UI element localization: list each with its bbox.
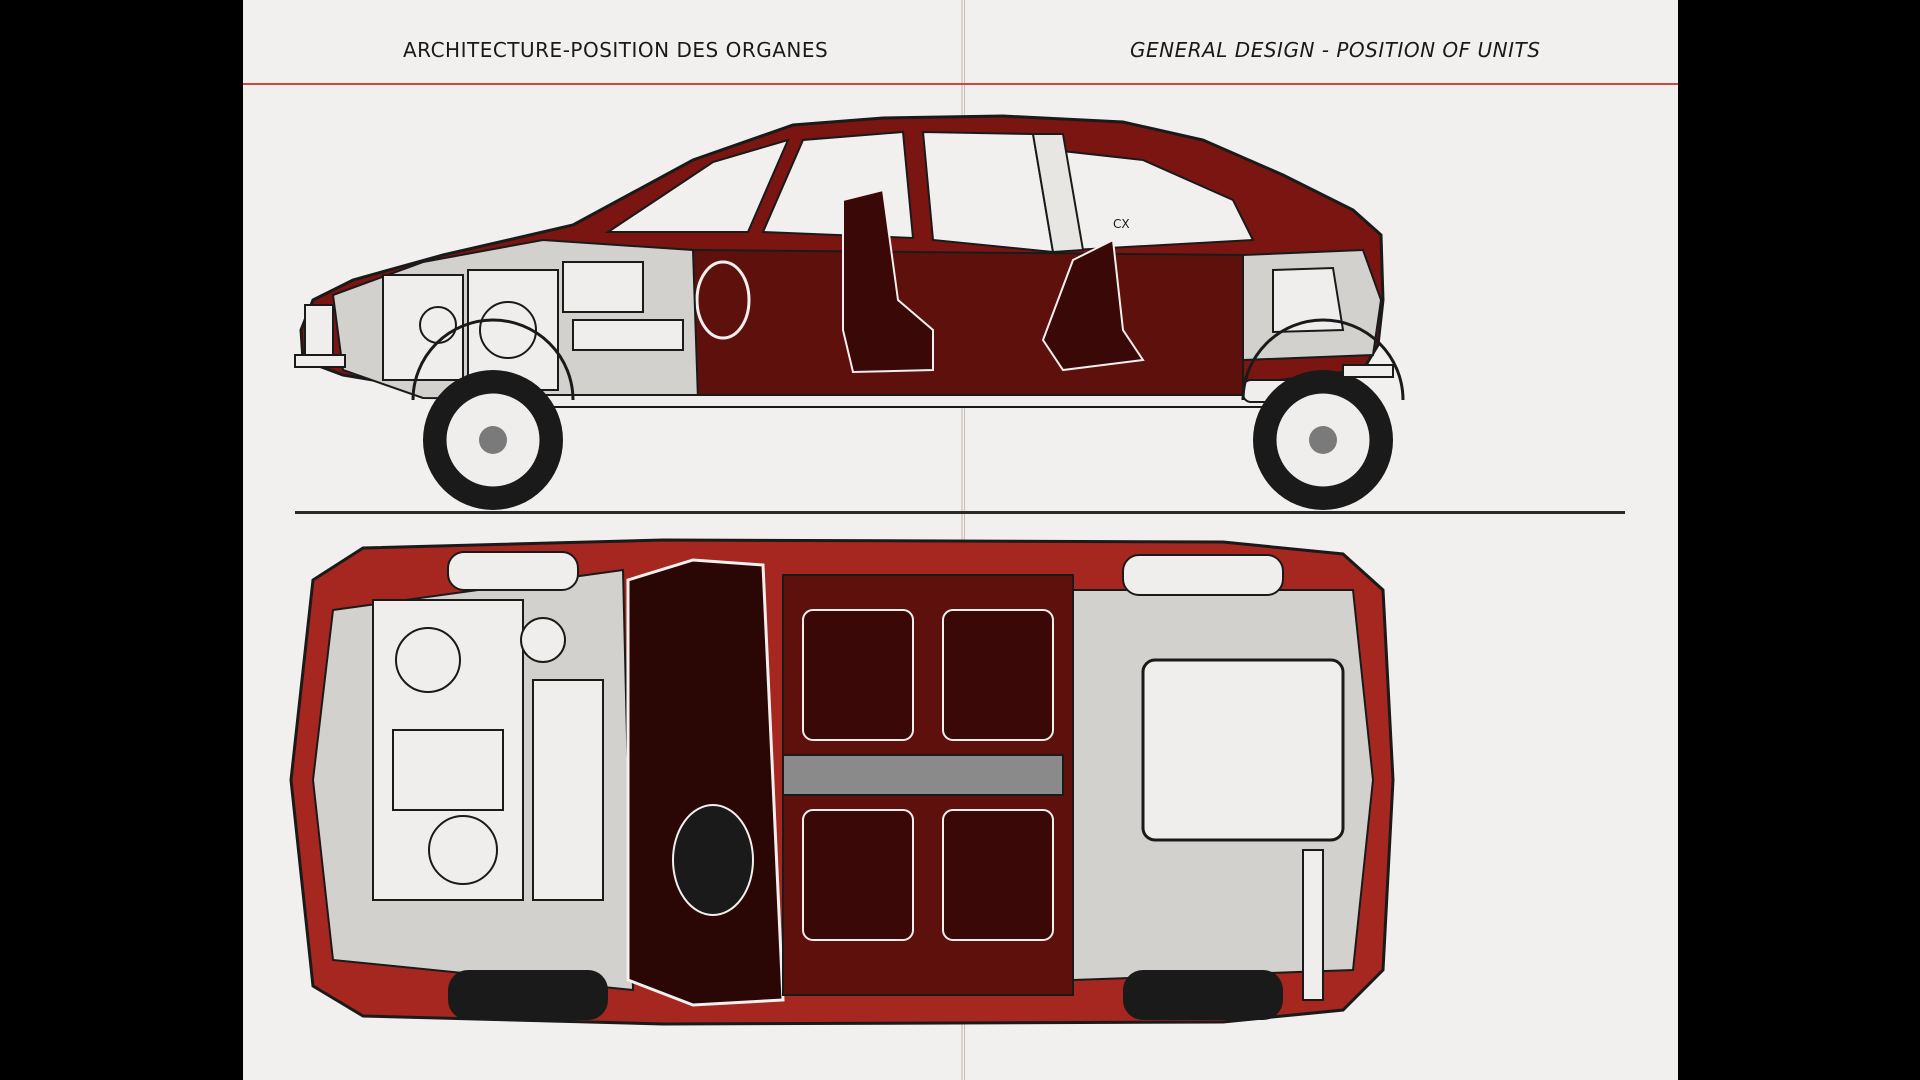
dashboard-top: [626, 558, 785, 1007]
front-bumper: [294, 354, 346, 368]
front-wheel-arch: [411, 318, 575, 401]
headlight-left-top: [447, 551, 579, 591]
rear-wheel-arch: [1241, 318, 1405, 401]
spare-wheel-top: [448, 970, 608, 1020]
header-title-english: GENERAL DESIGN - POSITION OF UNITS: [1130, 38, 1541, 62]
rear-wheel-side: [1253, 370, 1393, 510]
centre-console-top: [782, 754, 1064, 796]
floor-pan: [442, 394, 1364, 408]
c-pillar: [1031, 133, 1085, 254]
interior-cutaway: [692, 248, 1244, 402]
rear-wheel-top: [1123, 970, 1283, 1020]
header-title-french: ARCHITECTURE-POSITION DES ORGANES: [403, 38, 829, 62]
steering-wheel-top: [672, 804, 754, 916]
spare-tank-side: [1272, 266, 1345, 334]
top-view-cutaway: [289, 538, 1395, 1026]
front-windscreen: [604, 138, 790, 233]
front-radiator: [304, 304, 334, 361]
brochure-spread: ARCHITECTURE-POSITION DES ORGANES GENERA…: [243, 0, 1678, 1080]
rear-lamp-top: [1122, 554, 1284, 596]
header-rule: [243, 83, 1678, 85]
front-seat: [842, 188, 934, 374]
side-view-cutaway: CX: [294, 114, 1405, 510]
view-separator-line: [295, 511, 1625, 514]
rear-door-window: [921, 130, 1055, 254]
engine-top: [372, 599, 604, 901]
steering-wheel-side: [695, 260, 751, 340]
seats-top: [802, 609, 1054, 941]
rear-seat: [1041, 238, 1145, 372]
fuel-tank-top: [1141, 658, 1345, 842]
cx-badge: CX: [1113, 217, 1130, 231]
exhaust-top: [1302, 849, 1324, 1001]
rear-bumper: [1342, 364, 1394, 378]
front-wheel-side: [423, 370, 563, 510]
